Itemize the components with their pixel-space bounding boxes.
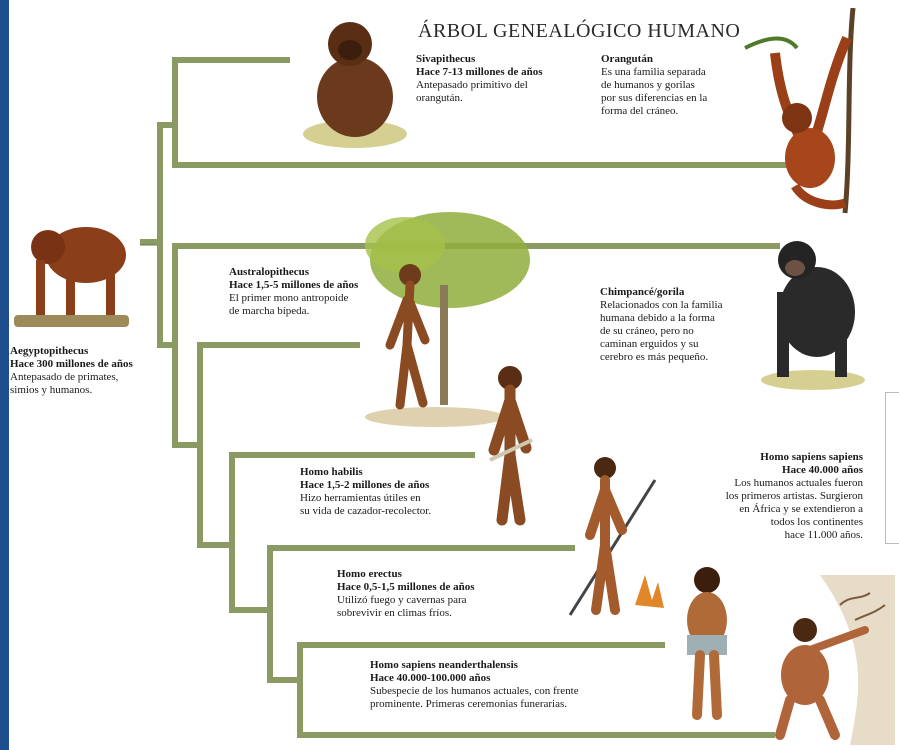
orangutan-name: Orangután	[601, 53, 746, 66]
sivapithecus-text: Sivapithecus Hace 7-13 millones de años …	[416, 53, 566, 105]
branch-human-2	[200, 445, 232, 545]
australopithecus-text: Australopithecus Hace 1,5-5 millones de …	[229, 266, 399, 318]
orangutan-desc-1: Es una familia separada	[601, 66, 746, 79]
aegyptopithecus-desc-1: Antepasado de primates,	[10, 371, 180, 384]
chimpance-figure	[755, 232, 870, 392]
sivapithecus-name: Sivapithecus	[416, 53, 566, 66]
neanderthal-name: Homo sapiens neanderthalensis	[370, 659, 670, 672]
sapiens-name: Homo sapiens sapiens	[680, 451, 863, 464]
chimpance-name: Chimpancé/gorila	[600, 286, 755, 299]
erectus-text: Homo erectus Hace 0,5-1,5 millones de añ…	[337, 568, 537, 620]
neanderthal-desc-2: prominente. Primeras ceremonias funerari…	[370, 698, 670, 711]
sapiens-desc-2: los primeros artistas. Surgieron	[680, 490, 863, 503]
australopithecus-name: Australopithecus	[229, 266, 399, 279]
branch-sivapithecus	[175, 60, 290, 125]
australopithecus-desc-2: de marcha bípeda.	[229, 305, 399, 318]
sapiens-desc-4: todos los continentes	[680, 516, 863, 529]
habilis-name: Homo habilis	[300, 466, 480, 479]
habilis-desc-1: Hizo herramientas útiles en	[300, 492, 480, 505]
aegyptopithecus-text: Aegyptopithecus Hace 300 millones de año…	[10, 345, 180, 397]
sapiens-desc-5: hace 11.000 años.	[680, 529, 863, 542]
aegyptopithecus-name: Aegyptopithecus	[10, 345, 180, 358]
sapiens-desc-1: Los humanos actuales fueron	[680, 477, 863, 490]
branch-orangutan	[175, 125, 790, 165]
chimpance-desc-3: de su cráneo, pero no	[600, 325, 755, 338]
branch-human-3	[232, 545, 270, 610]
neanderthal-text: Homo sapiens neanderthalensis Hace 40.00…	[370, 659, 670, 711]
orangutan-text: Orangután Es una familia separada de hum…	[601, 53, 746, 118]
aegyptopithecus-desc-2: simios y humanos.	[10, 384, 180, 397]
erectus-age: Hace 0,5-1,5 millones de años	[337, 581, 537, 594]
side-frame	[885, 392, 899, 544]
habilis-figure	[480, 360, 545, 530]
australopithecus-desc-1: El primer mono antropoide	[229, 292, 399, 305]
sapiens-text: Homo sapiens sapiens Hace 40.000 años Lo…	[680, 451, 863, 542]
aegyptopithecus-figure	[6, 205, 136, 340]
chimpance-desc-5: cerebro es más pequeño.	[600, 351, 755, 364]
chimpance-text: Chimpancé/gorila Relacionados con la fam…	[600, 286, 755, 364]
orangutan-desc-3: por sus diferencias en la	[601, 92, 746, 105]
sapiens-age: Hace 40.000 años	[680, 464, 863, 477]
erectus-desc-1: Utilizó fuego y cavernas para	[337, 594, 537, 607]
habilis-age: Hace 1,5-2 millones de años	[300, 479, 480, 492]
erectus-desc-2: sobrevivir en climas fríos.	[337, 607, 537, 620]
sivapithecus-age: Hace 7-13 millones de años	[416, 66, 566, 79]
sapiens-desc-3: en África y se extendieron a	[680, 503, 863, 516]
australopithecus-age: Hace 1,5-5 millones de años	[229, 279, 399, 292]
sivapithecus-desc-2: orangután.	[416, 92, 566, 105]
neanderthal-age: Hace 40.000-100.000 años	[370, 672, 670, 685]
orangutan-desc-4: forma del cráneo.	[601, 105, 746, 118]
sapiens-figure	[760, 575, 895, 745]
orangutan-figure	[735, 8, 865, 218]
sivapithecus-desc-1: Antepasado primitivo del	[416, 79, 566, 92]
sivapithecus-figure	[300, 12, 410, 157]
habilis-desc-2: su vida de cazador-recolector.	[300, 505, 480, 518]
aegyptopithecus-age: Hace 300 millones de años	[10, 358, 180, 371]
habilis-text: Homo habilis Hace 1,5-2 millones de años…	[300, 466, 480, 518]
chimpance-desc-1: Relacionados con la familia	[600, 299, 755, 312]
root-branch	[140, 125, 175, 242]
chimpance-desc-2: humana debido a la forma	[600, 312, 755, 325]
diagram-title: ÁRBOL GENEALÓGICO HUMANO	[418, 20, 740, 43]
chimpance-desc-4: caminan erguidos y su	[600, 338, 755, 351]
neanderthal-figure	[672, 565, 742, 720]
erectus-name: Homo erectus	[337, 568, 537, 581]
neanderthal-desc-1: Subespecie de los humanos actuales, con …	[370, 685, 670, 698]
erectus-figure	[560, 450, 670, 620]
branch-australopithecus-stub	[200, 345, 360, 445]
orangutan-desc-2: de humanos y gorilas	[601, 79, 746, 92]
branch-human-4	[270, 610, 300, 680]
